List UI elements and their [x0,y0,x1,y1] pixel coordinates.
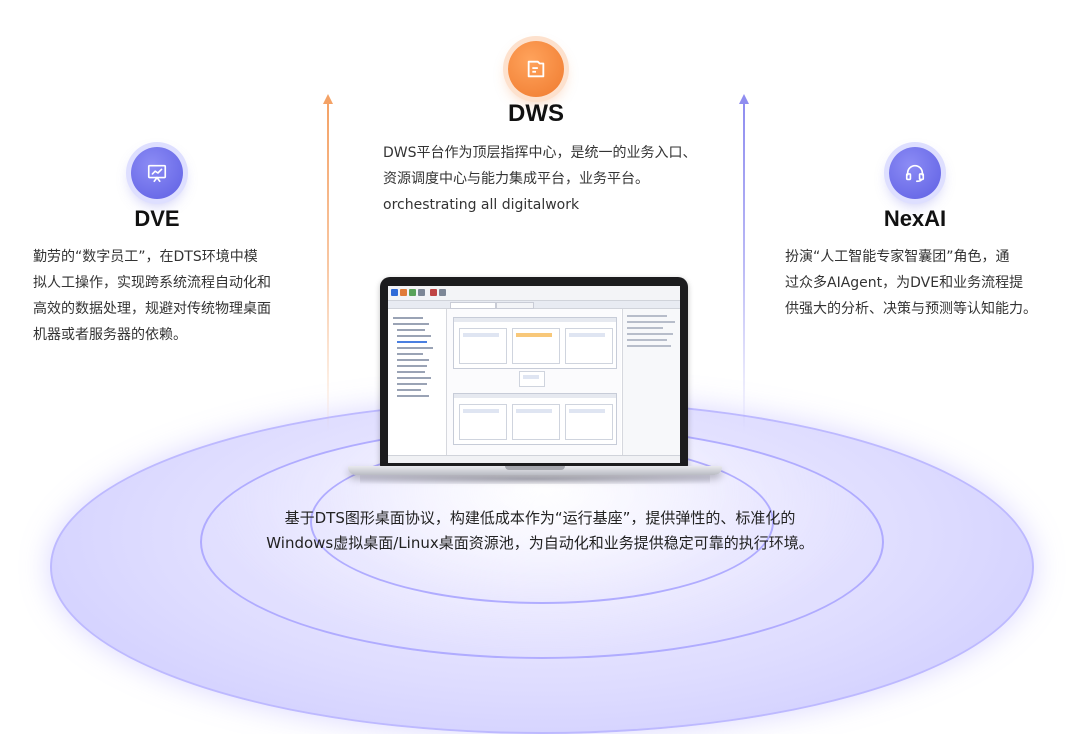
mock-properties-panel [622,309,680,455]
dws-title: DWS [508,100,564,127]
mock-tree-item [397,335,431,337]
mock-property-row [627,339,667,341]
laptop-screen [380,277,688,467]
mock-tree-item [397,341,427,343]
nexai-description: 扮演“人工智能专家智囊团”角色，通 过众多AIAgent，为DVE和业务流程提 … [785,244,1037,322]
mock-property-row [627,333,673,335]
mock-tree-item [397,365,427,367]
mock-card-bar [523,375,539,379]
mock-step-card [565,328,613,364]
laptop-notch [505,466,565,470]
mock-tab-bar [388,301,680,309]
nexai-desc-line: 扮演“人工智能专家智囊团”角色，通 [785,249,1010,265]
laptop-shadow [360,474,710,484]
dve-desc-line: 高效的数据处理，规避对传统物理桌面 [33,301,271,317]
nexai-desc-line: 过众多AIAgent，为DVE和业务流程提 [785,275,1024,291]
mock-tree-item [397,383,427,385]
mock-toolbar-button [400,289,407,296]
mock-step-card [512,404,560,440]
mock-tree-item [397,359,429,361]
bottom-description-line: Windows虚拟桌面/Linux桌面资源池，为自动化和业务提供稳定可靠的执行环… [266,534,814,552]
mock-property-row [627,321,675,323]
mock-toolbar-button [391,289,398,296]
mock-tree-item [397,371,425,373]
headset-icon [889,147,941,199]
mock-step-card [565,404,613,440]
mock-tree-item [393,317,423,319]
mock-card-bar [569,333,605,337]
dve-title: DVE [134,206,180,231]
dve-desc-line: 勤劳的“数字员工”，在DTS环境中模 [33,249,258,265]
dws-desc-line: DWS平台作为顶层指挥中心，是统一的业务入口、 [383,145,697,161]
mock-toolbar-button [430,289,437,296]
laptop-display [388,286,680,463]
mock-status-bar [388,455,680,463]
mock-tree-item [397,353,423,355]
mock-card-bar [463,333,499,337]
mock-group-header [454,394,616,398]
mock-step-card [459,404,507,440]
mock-workflow-group [453,317,617,369]
document-folder-icon [508,41,564,97]
mock-card-bar [569,409,605,413]
mock-tree-item [397,329,425,331]
mock-group-header [454,318,616,322]
arrow-up-left-head [323,94,333,104]
mock-step-card [459,328,507,364]
mock-card-bar [516,409,552,413]
dws-desc-line: 资源调度中心与能力集成平台，业务平台。 [383,171,649,187]
mock-toolbar-button [439,289,446,296]
dws-desc-line: orchestrating all digitalwork [383,197,580,213]
mock-property-row [627,327,663,329]
mock-center-node [519,371,545,387]
nexai-title: NexAI [883,206,947,231]
mock-tab [496,302,534,309]
mock-step-card [512,328,560,364]
mock-tree-item [397,377,431,379]
arrow-up-right-head [739,94,749,104]
mock-tree-item [397,395,429,397]
mock-tree-item [397,347,433,349]
dws-description: DWS平台作为顶层指挥中心，是统一的业务入口、 资源调度中心与能力集成平台，业务… [383,140,697,218]
dve-desc-line: 拟人工操作，实现跨系统流程自动化和 [33,275,271,291]
bottom-description-line: 基于DTS图形桌面协议，构建低成本作为“运行基座”，提供弹性的、标准化的 [284,509,796,527]
mock-card-bar [516,333,552,337]
dve-desc-line: 机器或者服务器的依赖。 [33,327,187,343]
mock-toolbar-button [418,289,425,296]
mock-toolbar-button [409,289,416,296]
mock-card-bar [463,409,499,413]
mock-property-row [627,345,671,347]
dve-description: 勤劳的“数字员工”，在DTS环境中模 拟人工操作，实现跨系统流程自动化和 高效的… [33,244,271,348]
mock-tab [450,302,496,309]
laptop-base [348,466,722,475]
mock-tree-item [393,323,429,325]
mock-tree-item [397,389,421,391]
mock-workflow-canvas [447,309,621,455]
arrow-up-left [327,102,329,432]
presentation-chart-icon [131,147,183,199]
mock-property-row [627,315,667,317]
arrow-up-right [743,102,745,432]
mock-workflow-group [453,393,617,445]
mock-toolbar [388,286,680,301]
mock-tree-panel [388,309,447,455]
nexai-desc-line: 供强大的分析、决策与预测等认知能力。 [785,301,1037,317]
